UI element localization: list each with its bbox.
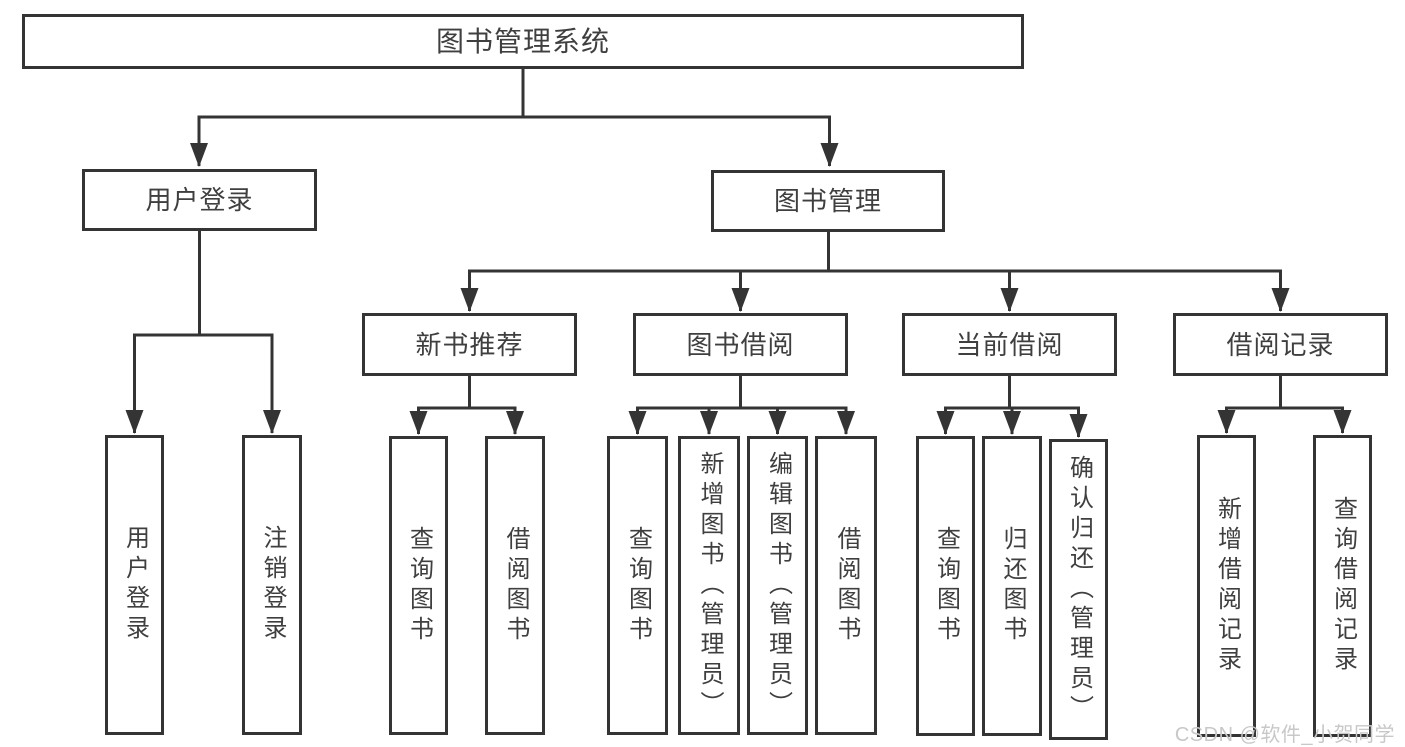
leaf-bb-edit-books-admin: 编辑图书（管理员） [747,436,808,735]
node-label: 借阅图书 [833,525,860,646]
leaf-cb-search-books: 查询图书 [916,436,975,736]
connector-current-borrow [944,376,1080,410]
node-label: 借阅图书 [502,525,529,646]
node-label: 查询图书 [405,525,433,646]
leaf-cb-return-books: 归还图书 [982,436,1042,736]
leaf-bb-borrow-books: 借阅图书 [815,436,877,735]
node-label: 归还图书 [999,526,1026,646]
node-new-book-recommend: 新书推荐 [362,313,577,376]
leaf-bb-search-books: 查询图书 [607,436,668,735]
node-label: 查询图书 [932,526,960,646]
node-label: 当前借阅 [955,329,1064,360]
connector-book-management [468,232,1282,273]
leaf-nb-borrow-books: 借阅图书 [485,436,545,735]
leaf-logout-login: 注销登录 [242,435,302,735]
node-label: 查询图书 [624,525,652,646]
leaf-bb-add-books-admin: 新增图书（管理员） [678,436,740,735]
connector-user-login [133,231,274,337]
node-label: 图书管理 [773,186,882,216]
leaf-nb-search-books: 查询图书 [389,436,448,735]
node-user-login: 用户登录 [82,169,317,231]
leaf-user-login: 用户登录 [105,435,164,735]
node-label: 新增图书（管理员） [696,450,723,721]
node-label: 新增借阅记录 [1213,496,1241,676]
node-book-borrow: 图书借阅 [633,313,848,376]
node-label: 注销登录 [259,525,286,645]
connector-new-book-recommend [417,376,517,410]
connector-root [197,69,831,119]
connector-book-borrow [636,376,848,410]
node-label: 查询借阅记录 [1329,496,1357,676]
node-label: 图书管理系统 [435,25,610,57]
watermark-text: CSDN @软件_小贺同学 [1174,724,1395,746]
leaf-br-search-borrow-record: 查询借阅记录 [1313,435,1372,737]
node-label: 用户登录 [121,525,149,645]
leaf-br-add-borrow-record: 新增借阅记录 [1197,435,1256,737]
node-book-management: 图书管理 [711,170,945,232]
node-borrow-records: 借阅记录 [1173,313,1388,376]
node-label: 编辑图书（管理员） [764,450,792,721]
node-label: 图书借阅 [686,329,795,360]
node-root-library-system: 图书管理系统 [22,14,1024,69]
node-label: 确认归还（管理员） [1065,454,1093,725]
node-current-borrow: 当前借阅 [902,313,1117,376]
node-label: 用户登录 [145,185,254,215]
node-label: 新书推荐 [415,329,524,360]
node-label: 借阅记录 [1226,329,1335,360]
leaf-cb-confirm-return-admin: 确认归还（管理员） [1049,439,1108,740]
connector-borrow-records [1225,376,1344,410]
